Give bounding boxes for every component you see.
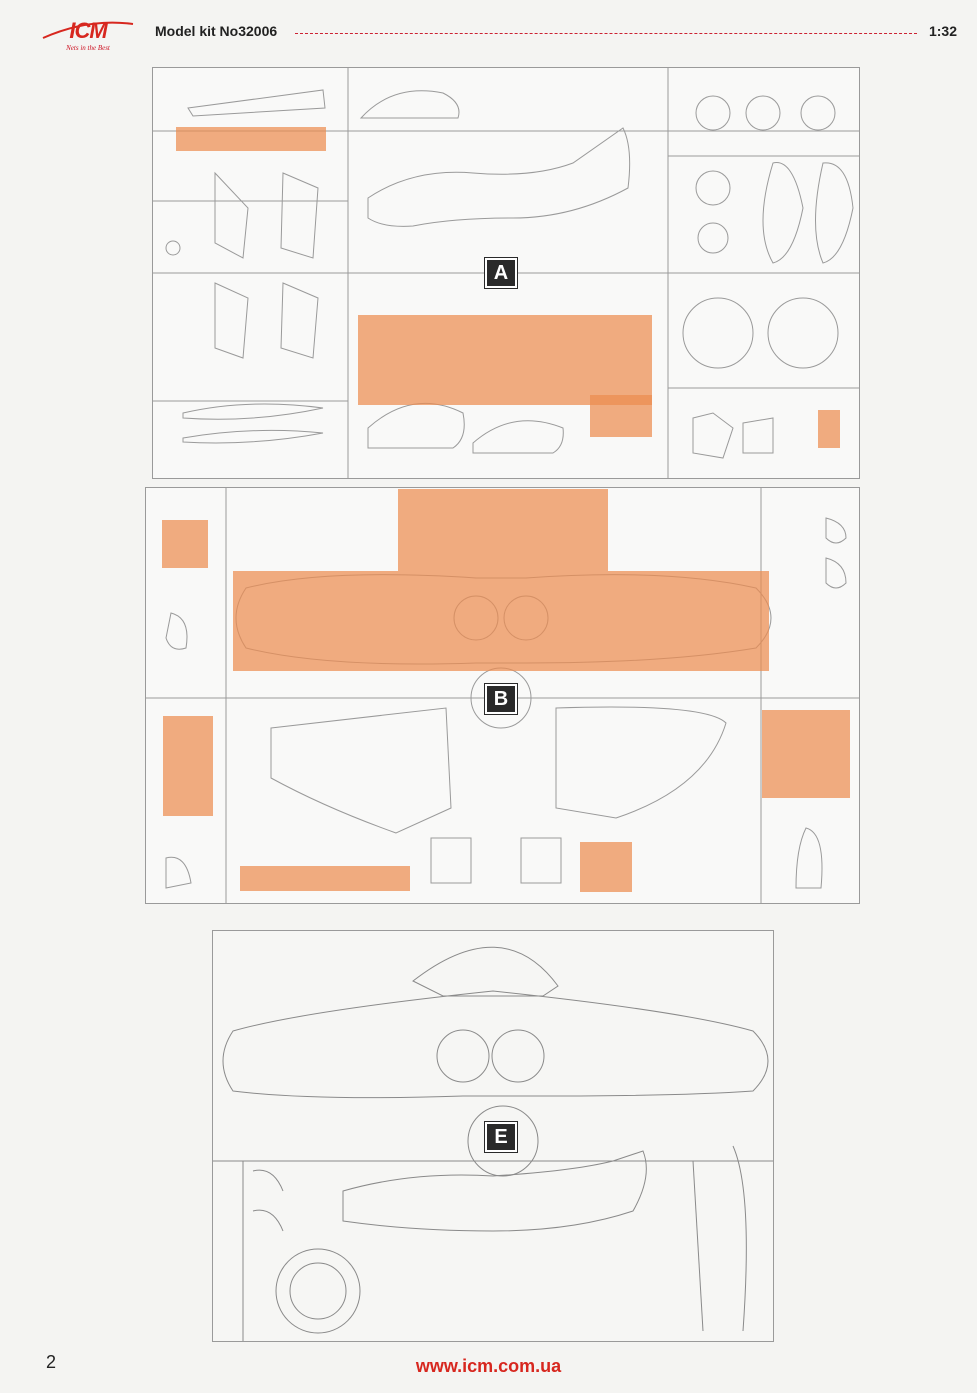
kit-title: Model kit No32006 (155, 23, 278, 39)
logo-text: ICM (69, 18, 107, 43)
scale-label: 1:32 (928, 23, 957, 39)
header-divider (295, 33, 917, 35)
sprue-e-badge: E (485, 1122, 517, 1152)
highlight-b-propeller (240, 866, 410, 891)
highlight-b-center-top (398, 489, 608, 571)
highlight-b-engine (762, 710, 850, 798)
sprue-e-drawing (213, 946, 773, 1341)
sprue-a-badge: A (485, 258, 517, 288)
icm-logo: ICM Nets in the Best (38, 18, 138, 62)
highlight-b-wheel (162, 520, 208, 568)
sprue-b-badge: B (485, 684, 517, 714)
page-number: 2 (46, 1352, 57, 1372)
highlight-a-stabilizer (176, 127, 326, 151)
highlight-a-fuselage-tail (590, 395, 652, 437)
logo-swoosh (42, 21, 134, 39)
highlight-b-small-part (580, 842, 632, 892)
highlight-b-lower-wing (233, 571, 769, 671)
page-header: ICM Nets in the Best Model kit No32006 1… (0, 0, 977, 60)
logo-tagline: Nets in the Best (66, 44, 110, 52)
website-url: www.icm.com.ua (415, 1356, 562, 1376)
highlight-a-small-part (818, 410, 840, 448)
highlight-b-left-part (163, 716, 213, 816)
highlight-a-fuselage (358, 315, 652, 405)
